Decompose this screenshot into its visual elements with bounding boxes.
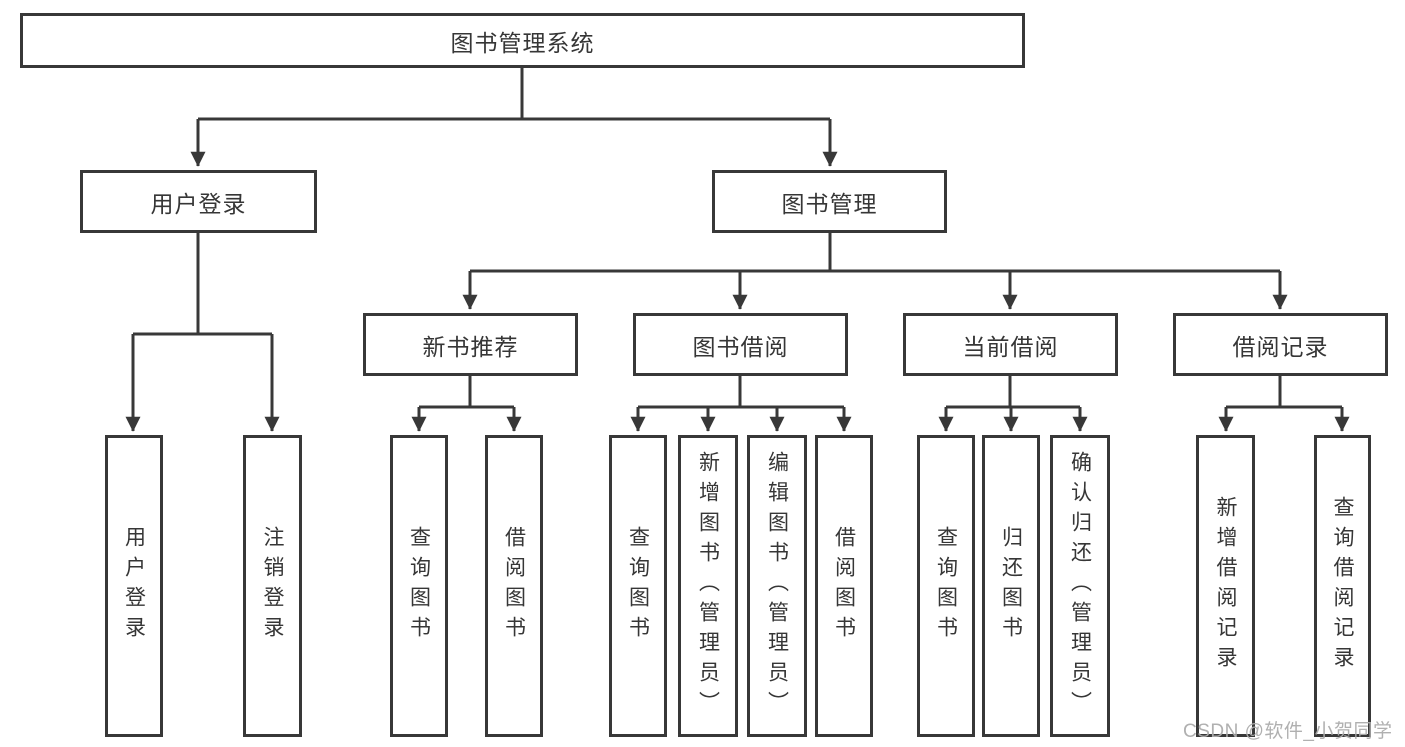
- watermark: CSDN @软件_小贺同学: [1183, 721, 1393, 742]
- leaf-query-borrow-record: 查询借阅记录: [1314, 435, 1371, 737]
- leaf-edit-book-admin: 编辑图书（管理员）: [747, 435, 807, 737]
- leaf-add-borrow-record: 新增借阅记录: [1196, 435, 1255, 737]
- leaf-edit-book-admin-label: 编辑图书（管理员）: [765, 451, 789, 721]
- node-book-management-label: 图书管理: [781, 190, 878, 217]
- node-root: 图书管理系统: [20, 13, 1025, 68]
- node-current-borrow-label: 当前借阅: [962, 333, 1059, 360]
- leaf-user-login: 用户登录: [105, 435, 163, 737]
- leaf-borrow-books-label: 借阅图书: [832, 526, 856, 646]
- leaf-query-books-current-label: 查询图书: [934, 526, 958, 646]
- node-book-borrow: 图书借阅: [633, 313, 848, 376]
- leaf-borrow-books: 借阅图书: [815, 435, 873, 737]
- leaf-add-book-admin: 新增图书（管理员）: [678, 435, 738, 737]
- leaf-borrow-books-recommend: 借阅图书: [485, 435, 543, 737]
- leaf-add-borrow-record-label: 新增借阅记录: [1214, 496, 1237, 676]
- leaf-query-books-borrow: 查询图书: [609, 435, 667, 737]
- leaf-confirm-return-admin: 确认归还（管理员）: [1050, 435, 1110, 737]
- leaf-return-book: 归还图书: [982, 435, 1040, 737]
- leaf-add-book-admin-label: 新增图书（管理员）: [696, 451, 720, 721]
- node-current-borrow: 当前借阅: [903, 313, 1118, 376]
- leaf-query-books-borrow-label: 查询图书: [626, 526, 650, 646]
- node-new-book-recommend: 新书推荐: [363, 313, 578, 376]
- leaf-logout-label: 注销登录: [261, 526, 284, 646]
- leaf-query-borrow-record-label: 查询借阅记录: [1331, 496, 1354, 676]
- node-new-book-recommend-label: 新书推荐: [422, 333, 519, 360]
- leaf-query-books-recommend-label: 查询图书: [407, 526, 431, 646]
- leaf-query-books-recommend: 查询图书: [390, 435, 448, 737]
- leaf-query-books-current: 查询图书: [917, 435, 975, 737]
- node-borrow-records-label: 借阅记录: [1232, 333, 1329, 360]
- node-root-label: 图书管理系统: [450, 29, 595, 56]
- node-book-borrow-label: 图书借阅: [692, 333, 789, 360]
- leaf-confirm-return-admin-label: 确认归还（管理员）: [1068, 451, 1092, 721]
- node-book-management: 图书管理: [712, 170, 947, 233]
- leaf-return-book-label: 归还图书: [999, 526, 1023, 646]
- leaf-borrow-books-recommend-label: 借阅图书: [502, 526, 526, 646]
- leaf-logout: 注销登录: [243, 435, 302, 737]
- node-borrow-records: 借阅记录: [1173, 313, 1388, 376]
- node-user-login-label: 用户登录: [150, 190, 247, 217]
- leaf-user-login-label: 用户登录: [122, 526, 146, 646]
- node-user-login: 用户登录: [80, 170, 317, 233]
